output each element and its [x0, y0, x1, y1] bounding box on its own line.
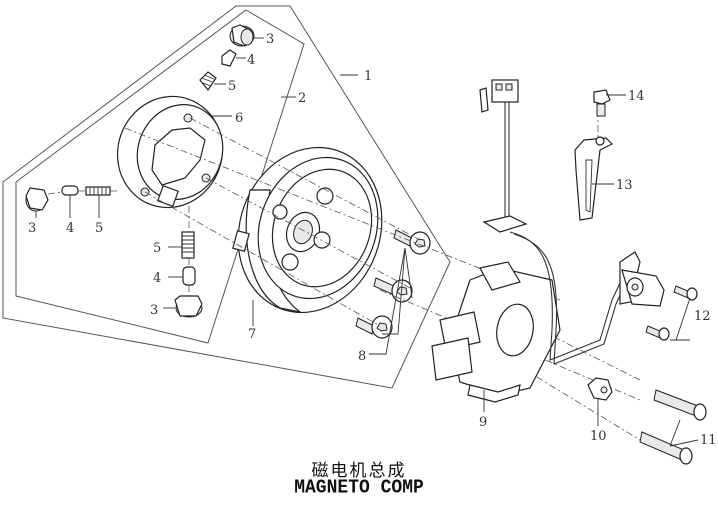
wire-harness — [479, 79, 635, 365]
spring-part-5-top — [199, 71, 217, 92]
starter-clutch-part-6 — [116, 95, 224, 209]
callout-7: 7 — [248, 327, 256, 342]
callout-5-left: 5 — [95, 221, 103, 236]
plunger-part-4-lower — [182, 266, 196, 286]
roller-part-3-top — [229, 24, 255, 47]
plunger-part-4-left — [61, 185, 79, 196]
diagram-title-english: MAGNETO COMP — [294, 477, 424, 499]
roller-part-3-left — [25, 187, 49, 212]
bolt-part-14 — [593, 89, 611, 117]
pickup-screws-part-12 — [645, 285, 698, 341]
callout-9: 9 — [479, 415, 487, 430]
callout-2: 2 — [298, 91, 306, 106]
spring-part-5-left — [85, 186, 111, 196]
roller-part-3-lower — [174, 295, 203, 318]
callout-1: 1 — [364, 69, 372, 84]
callout-8: 8 — [358, 349, 366, 364]
callout-5-top: 5 — [228, 79, 236, 94]
callout-6: 6 — [235, 111, 243, 126]
callout-3-left: 3 — [28, 221, 36, 236]
diagram-title-chinese: 磁电机总成 — [311, 461, 407, 481]
spring-part-5-lower — [181, 231, 195, 259]
socket-bolts-part-8 — [355, 229, 431, 339]
callout-4-top: 4 — [247, 53, 255, 68]
callout-12: 12 — [694, 309, 711, 324]
plunger-part-4-top — [221, 49, 237, 67]
callout-13: 13 — [616, 178, 633, 193]
callout-14: 14 — [628, 89, 645, 104]
nut-part-10 — [587, 377, 613, 401]
callout-3-lower: 3 — [150, 303, 158, 318]
callout-4-lower: 4 — [153, 271, 161, 286]
callout-3-top: 3 — [266, 32, 274, 47]
callout-4-left: 4 — [66, 221, 74, 236]
group-frame-1 — [2, 5, 451, 389]
pickup-coil — [619, 251, 665, 307]
stator-part-9 — [431, 261, 561, 403]
wire-clamp-part-13 — [574, 136, 614, 221]
callout-11: 11 — [700, 433, 717, 448]
leader-lines — [35, 37, 699, 447]
flange-bolts-part-11 — [639, 389, 707, 465]
callout-10: 10 — [590, 429, 607, 444]
flywheel-rotor-part-7 — [232, 146, 383, 314]
callout-5-lower: 5 — [153, 241, 161, 256]
